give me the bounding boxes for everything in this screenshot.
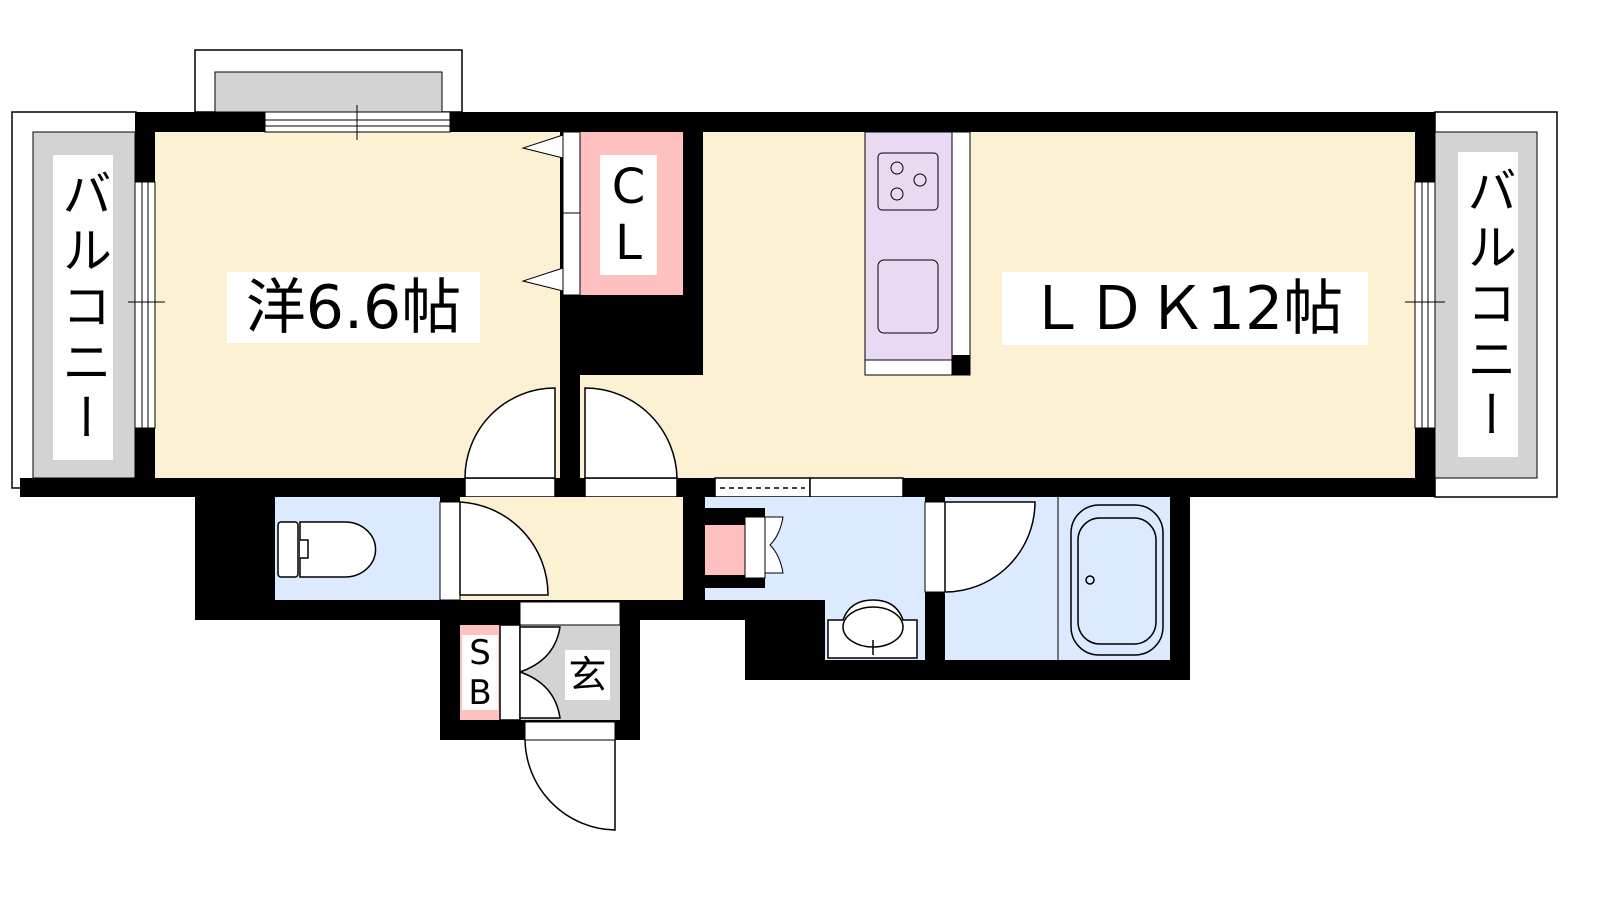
front-door xyxy=(524,739,616,831)
sink-icon xyxy=(877,259,939,334)
stove-icon xyxy=(877,152,939,211)
washer-space xyxy=(705,525,745,575)
shoe-box-label: SB xyxy=(460,632,500,713)
doors xyxy=(464,387,904,498)
balcony-right-label: バルコニー xyxy=(1458,152,1518,457)
windows xyxy=(128,105,1445,429)
kitchen-counter xyxy=(864,131,971,376)
balcony-left-label: バルコニー xyxy=(53,155,113,460)
closet-label: CL xyxy=(600,155,657,275)
washbasin-icon xyxy=(827,599,918,659)
bathtub-icon xyxy=(1070,504,1164,656)
balcony-top xyxy=(194,49,463,113)
toilet-icon xyxy=(277,521,377,578)
western-room-label: 洋6.6帖 xyxy=(227,272,480,343)
entrance-label: 玄 xyxy=(565,650,610,700)
ldk-label: ＬＤＫ12帖 xyxy=(1002,272,1368,345)
